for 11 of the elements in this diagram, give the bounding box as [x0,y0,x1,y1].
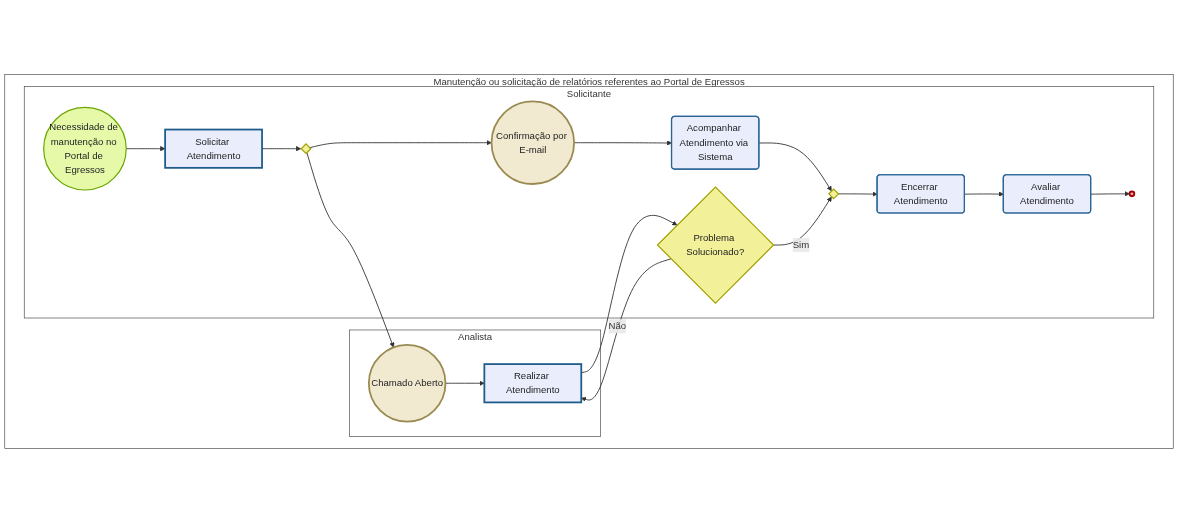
edge-label: Não [608,320,627,332]
node-box: Realizar Atendimento [483,363,583,404]
edge-label: Sim [792,239,810,250]
node-diamond [300,143,312,155]
node-circle: Chamado Aberto [367,344,447,423]
node-circle [1128,190,1136,198]
node-circle: Necessidade de manutenção no Portal de Egressos [43,106,127,191]
node-diamond: Problema Solucionado? [656,186,775,304]
node-circle: Confirmação por E-mail [490,100,575,185]
node-diamond [828,188,840,200]
node-box: Solicitar Atendimento [164,128,263,169]
